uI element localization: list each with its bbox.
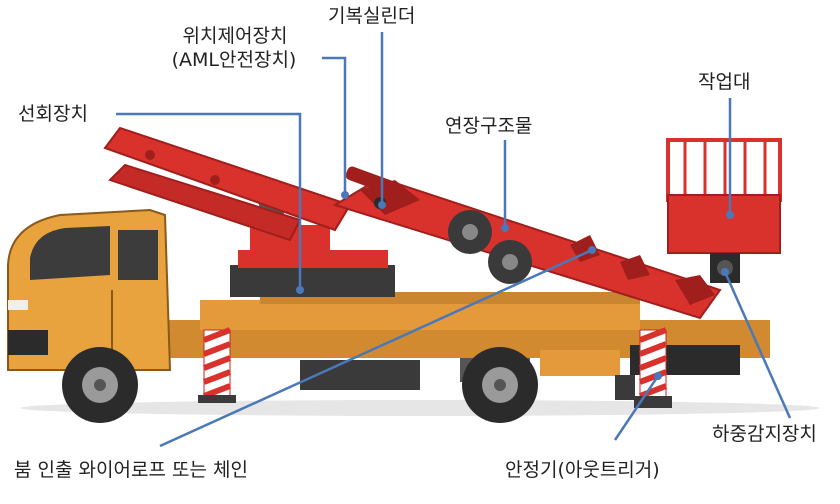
leader-position-control — [322, 56, 347, 195]
cab — [7, 208, 172, 371]
label-position-control: 위치제어장치 — [182, 25, 288, 47]
label-luffing-cylinder: 기복실린더 — [328, 5, 416, 27]
label-aml-safety: (AML안전장치) — [171, 49, 297, 71]
upper-arm — [103, 126, 352, 242]
work-platform — [666, 138, 782, 283]
leader-outrigger — [613, 375, 660, 441]
leader-lines — [116, 32, 792, 448]
label-slewing-device: 선회장치 — [18, 103, 88, 125]
label-outrigger: 안정기(아웃트리거) — [505, 459, 660, 481]
leader-boom-wire-chain — [159, 248, 593, 448]
label-load-sensing-device: 하중감지장치 — [712, 423, 817, 445]
leader-slewing-device — [116, 112, 302, 290]
front-wheel — [62, 347, 138, 423]
label-extension-structure: 연장구조물 — [445, 115, 533, 137]
front-outrigger — [198, 327, 236, 403]
rear-wheel — [462, 347, 538, 423]
label-boom-wire-chain: 붐 인출 와이어로프 또는 체인 — [14, 459, 248, 481]
label-work-platform: 작업대 — [698, 71, 751, 93]
ground-shadow — [20, 400, 820, 416]
chassis — [150, 292, 770, 390]
leader-load-sensing — [723, 271, 792, 419]
